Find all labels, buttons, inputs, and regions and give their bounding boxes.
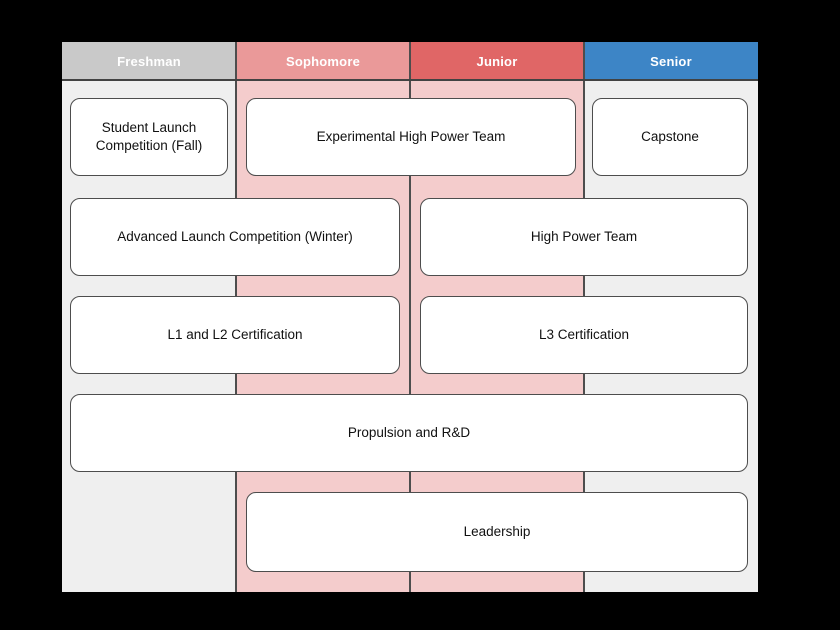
column-divider-2 — [409, 42, 411, 592]
box-leadership: Leadership — [246, 492, 748, 572]
box-experimental-high-power-team: Experimental High Power Team — [246, 98, 576, 176]
box-advanced-launch-competition: Advanced Launch Competition (Winter) — [70, 198, 400, 276]
progression-diagram: Freshman Sophomore Junior Senior Student… — [62, 42, 758, 592]
box-high-power-team: High Power Team — [420, 198, 748, 276]
box-l3-certification: L3 Certification — [420, 296, 748, 374]
column-header-sophomore: Sophomore — [236, 42, 410, 80]
header-divider — [62, 79, 758, 81]
column-header-senior: Senior — [584, 42, 758, 80]
box-student-launch-competition: Student Launch Competition (Fall) — [70, 98, 228, 176]
box-l1-l2-certification: L1 and L2 Certification — [70, 296, 400, 374]
column-header-junior: Junior — [410, 42, 584, 80]
box-capstone: Capstone — [592, 98, 748, 176]
box-propulsion-and-rnd: Propulsion and R&D — [70, 394, 748, 472]
column-header-freshman: Freshman — [62, 42, 236, 80]
